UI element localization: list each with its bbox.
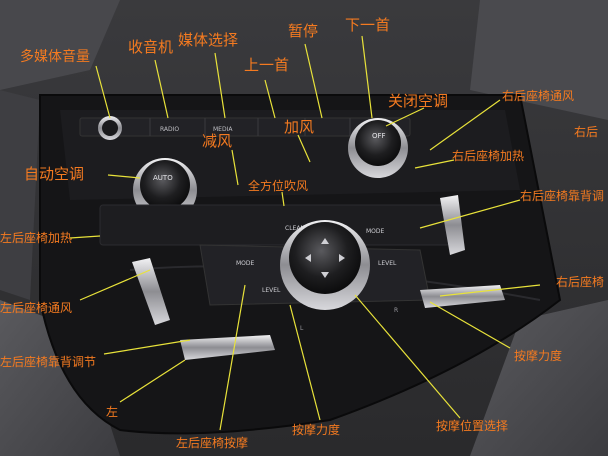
mode-left-label: MODE <box>236 260 255 267</box>
annotation-rear-right-seat-vent: 右后座椅通风 <box>502 89 575 103</box>
annotation-next-track: 下一首 <box>345 16 391 34</box>
annotation-rear-left-seat-vent: 左后座椅通风 <box>0 301 73 315</box>
annotation-rear-right-seat-heat: 右后座椅加热 <box>452 149 525 163</box>
annotation-ac-off: 关闭空调 <box>388 92 449 110</box>
auto-knob-label: AUTO <box>153 174 173 182</box>
annotation-multimedia-volume: 多媒体音量 <box>20 49 90 65</box>
radio-button-label: RADIO <box>160 126 179 133</box>
mode-right-label: MODE <box>366 228 385 235</box>
annotation-left-cut: 左 <box>106 405 119 419</box>
annotation-rear-left-massage: 左后座椅按摩 <box>176 436 249 450</box>
off-knob-label: OFF <box>372 132 386 140</box>
l-label: L <box>300 325 304 332</box>
annotation-radio: 收音机 <box>128 38 174 56</box>
annotation-rear-right-cut2: 右后座椅 <box>556 275 605 289</box>
r-label: R <box>394 307 398 314</box>
level-left-label: LEVEL <box>262 287 281 294</box>
annotation-rear-right-backrest: 右后座椅靠背调 <box>520 189 605 203</box>
level-right-label: LEVEL <box>378 260 397 267</box>
annotation-fan-down: 减风 <box>202 132 233 150</box>
annotation-massage-position: 按摩位置选择 <box>436 419 509 433</box>
media-button-label: MEDIA <box>213 126 233 133</box>
annotation-rear-left-backrest: 左后座椅靠背调节 <box>0 355 97 369</box>
annotation-auto-ac: 自动空调 <box>24 165 85 183</box>
annotation-massage-strength: 按摩力度 <box>292 423 341 437</box>
annotation-media-select: 媒体选择 <box>178 31 239 49</box>
annotation-rear-right-cut: 右后 <box>574 125 599 139</box>
annotation-omni-airflow: 全方位吹风 <box>248 179 309 193</box>
annotation-fan-up: 加风 <box>284 118 315 136</box>
annotation-pause: 暂停 <box>288 22 319 40</box>
annotation-rear-left-seat-heat: 左后座椅加热 <box>0 231 73 245</box>
annotation-prev-track: 上一首 <box>244 56 290 74</box>
annotation-massage-strength-right: 按摩力度 <box>514 349 563 363</box>
